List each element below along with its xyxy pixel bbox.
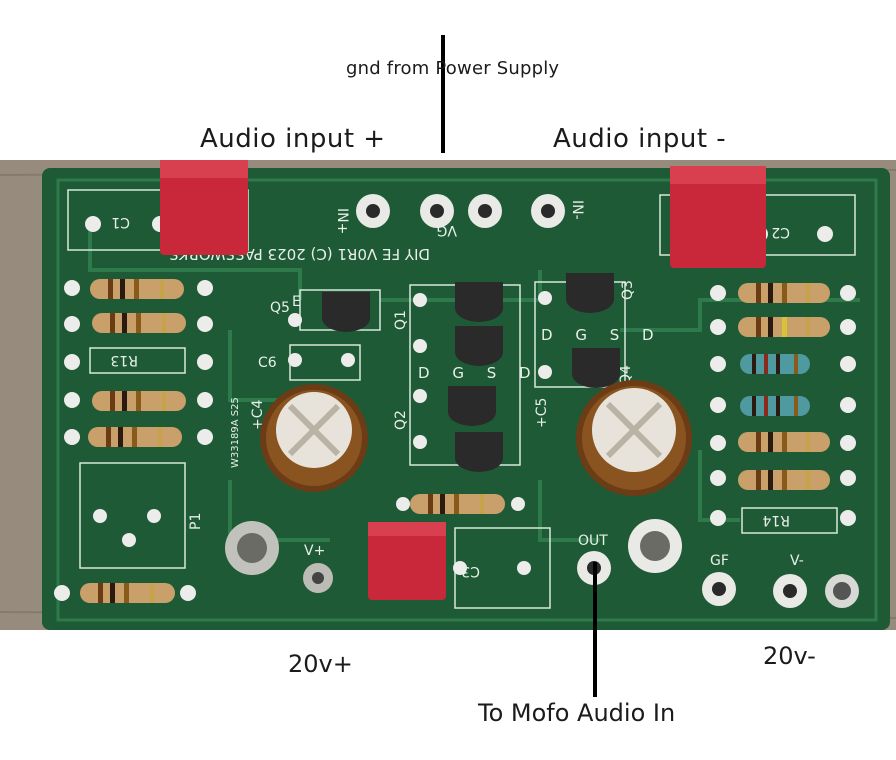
board-label-c1: C1	[111, 214, 130, 230]
board-label-dgsd-1: D G S D	[418, 364, 540, 382]
v20-plus-label: 20v+	[288, 650, 353, 678]
board-label-c2: C2	[771, 224, 790, 240]
board-label-out: OUT	[578, 533, 608, 549]
board-label-q1: Q1	[393, 310, 409, 330]
resistors	[80, 279, 830, 603]
board-label-p1: P1	[188, 513, 204, 530]
board-label-in-plus: IN+	[334, 208, 350, 234]
connector-pads	[225, 194, 859, 608]
gnd-from-power-supply-label: gnd from Power Supply	[346, 58, 560, 79]
output-pointer-line	[593, 562, 597, 697]
board-label-c6: C6	[258, 355, 277, 371]
board-label-dgsd-2: D G S D	[541, 326, 663, 344]
film-capacitors	[160, 160, 766, 600]
board-label-r13: R13	[110, 352, 138, 368]
board-label-cap-code: W33189A S25	[230, 397, 241, 468]
board-label-c5: +C5	[534, 398, 550, 428]
gnd-pointer-line	[441, 35, 445, 153]
board-label-vplus: V+	[304, 543, 325, 559]
board-label-vminus: V-	[790, 553, 804, 569]
audio-input-minus-label: Audio input -	[553, 124, 727, 154]
board-label-q4: Q4	[618, 365, 634, 385]
board-label-q5: Q5	[270, 300, 290, 316]
electrolytic-capacitors	[260, 380, 692, 496]
board-label-gf: GF	[710, 553, 729, 569]
board-label-q5e: E	[292, 294, 301, 310]
to-mofo-audio-in-label: To Mofo Audio In	[478, 699, 676, 727]
board-label-c4: +C4	[250, 399, 266, 430]
audio-input-plus-label: Audio input +	[200, 124, 386, 154]
board-label-q3: Q3	[620, 280, 636, 300]
board-label-q2: Q2	[393, 410, 409, 430]
solder-pads	[54, 216, 856, 601]
board-label-r14: R14	[762, 512, 790, 528]
transistors	[322, 273, 620, 472]
board-label-in-minus: IN-	[569, 200, 585, 220]
v20-minus-label: 20v-	[763, 642, 816, 670]
